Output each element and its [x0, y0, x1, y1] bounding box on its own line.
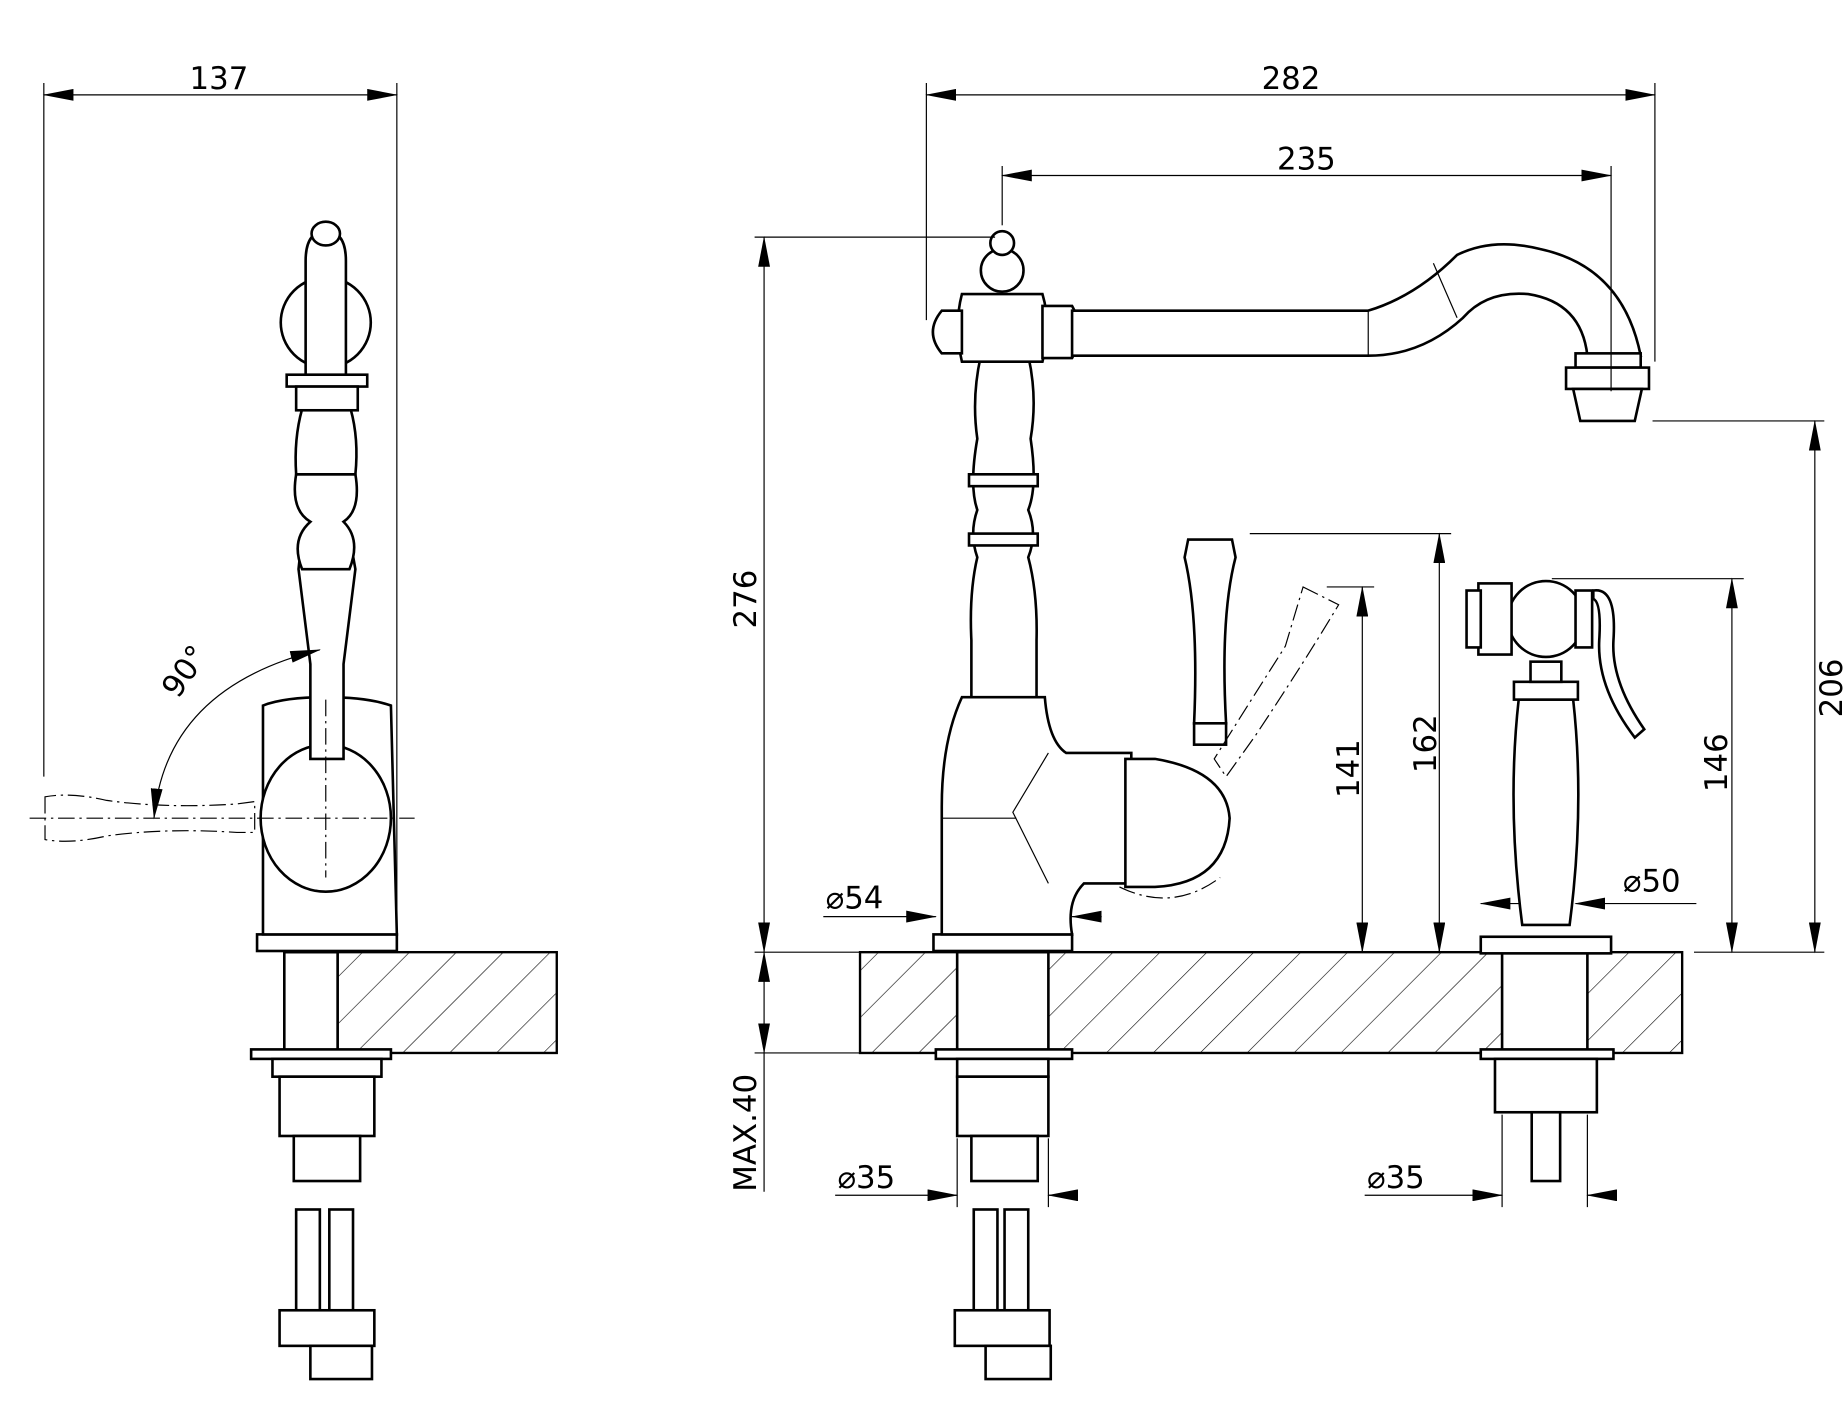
dim-label-141: 141: [1331, 739, 1367, 798]
spout-head: [956, 292, 1049, 363]
front-view: 282 235 276 MAX.40 206 162 141 146 ⌀54 ⌀…: [728, 61, 1848, 1381]
spray-trigger: [1592, 589, 1646, 740]
dim-label-137: 137: [190, 61, 249, 97]
lever-housing: [1124, 757, 1231, 889]
spray-head: [1506, 579, 1586, 659]
mixer-lever: [1183, 538, 1237, 725]
dim-label-206: 206: [1814, 659, 1848, 718]
dim-label-max40: MAX.40: [728, 1074, 764, 1192]
mixer-body: [940, 695, 1133, 936]
rotation-label: 90°: [155, 639, 216, 704]
spray-handle: [1512, 698, 1580, 927]
dim-label-282: 282: [1262, 61, 1321, 97]
side-view: 90° 137: [29, 61, 558, 1381]
dim-label-35-spray: ⌀35: [1367, 1160, 1425, 1196]
dim-label-35-tap: ⌀35: [838, 1160, 896, 1196]
dim-label-235: 235: [1277, 142, 1336, 178]
dim-label-162: 162: [1408, 714, 1444, 773]
shank: [283, 950, 339, 1055]
base-plate: [255, 933, 399, 953]
dim-label-50: ⌀50: [1623, 864, 1681, 900]
countertop-section: [336, 950, 558, 1055]
column: [969, 354, 1038, 699]
lever-open-ghost: [1213, 586, 1340, 778]
spout: [1070, 242, 1643, 358]
dim-label-276: 276: [728, 570, 764, 629]
aerator: [1571, 387, 1644, 423]
rotation-arc: [150, 649, 321, 820]
dim-label-54: ⌀54: [826, 880, 884, 916]
lever-rotated-ghost: [44, 794, 256, 842]
dim-label-146: 146: [1699, 733, 1735, 792]
